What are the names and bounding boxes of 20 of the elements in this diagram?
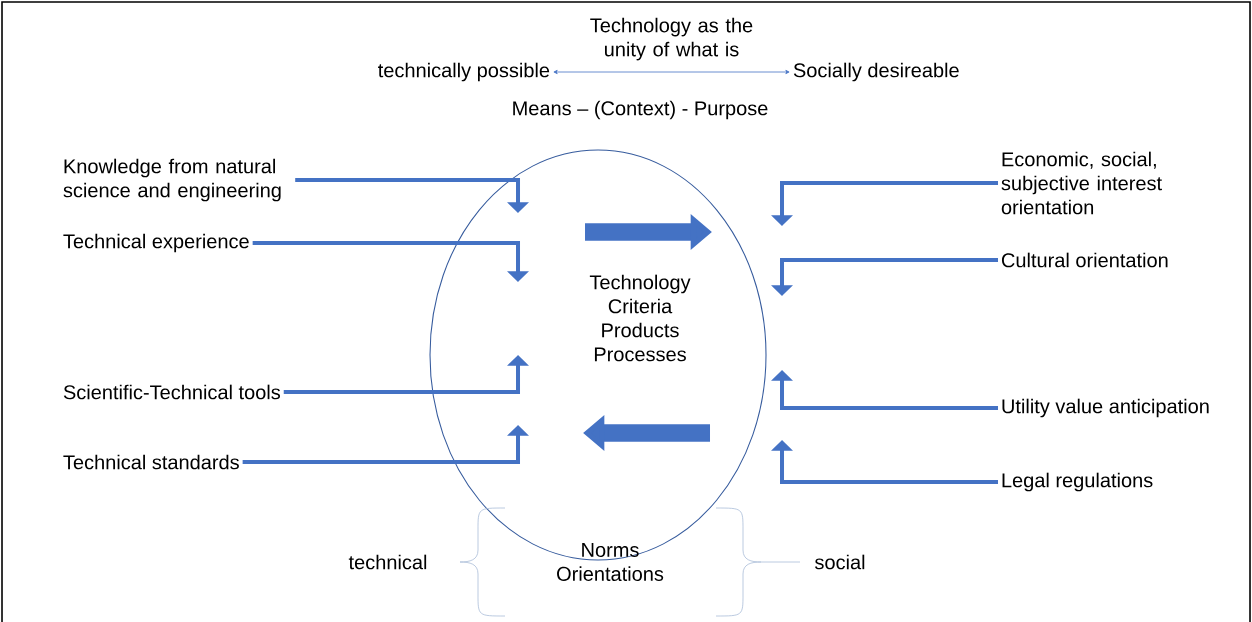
text-label: Legal regulations [1002, 472, 1153, 492]
text-label: Cultural orientation [1001, 252, 1168, 268]
text-label: Knowledge from natural science and engineering [63, 158, 281, 202]
text-label: social [815, 554, 865, 570]
text-label: Socially desireable [793, 62, 959, 82]
text-label: Norms Orientations [557, 543, 664, 581]
arrow [771, 370, 998, 410]
text-label: Technical standards [63, 454, 239, 470]
arrow [252, 241, 529, 282]
arrow [295, 178, 529, 213]
text-label: technically possible [378, 62, 550, 82]
arrow [553, 69, 790, 75]
text-label: Scientific-Technical tools [63, 384, 280, 400]
arrow [771, 440, 998, 484]
text-label: Means – (Context) - Purpose [513, 100, 768, 120]
text-label: Technical experience [63, 233, 249, 253]
text-label: Economic, social, subjective interest orientation [1001, 151, 1162, 215]
edge-label: Technology as the unity of what is [590, 17, 753, 61]
text-label: technical [348, 554, 427, 570]
text-label: Utility value anticipation [1002, 398, 1209, 418]
